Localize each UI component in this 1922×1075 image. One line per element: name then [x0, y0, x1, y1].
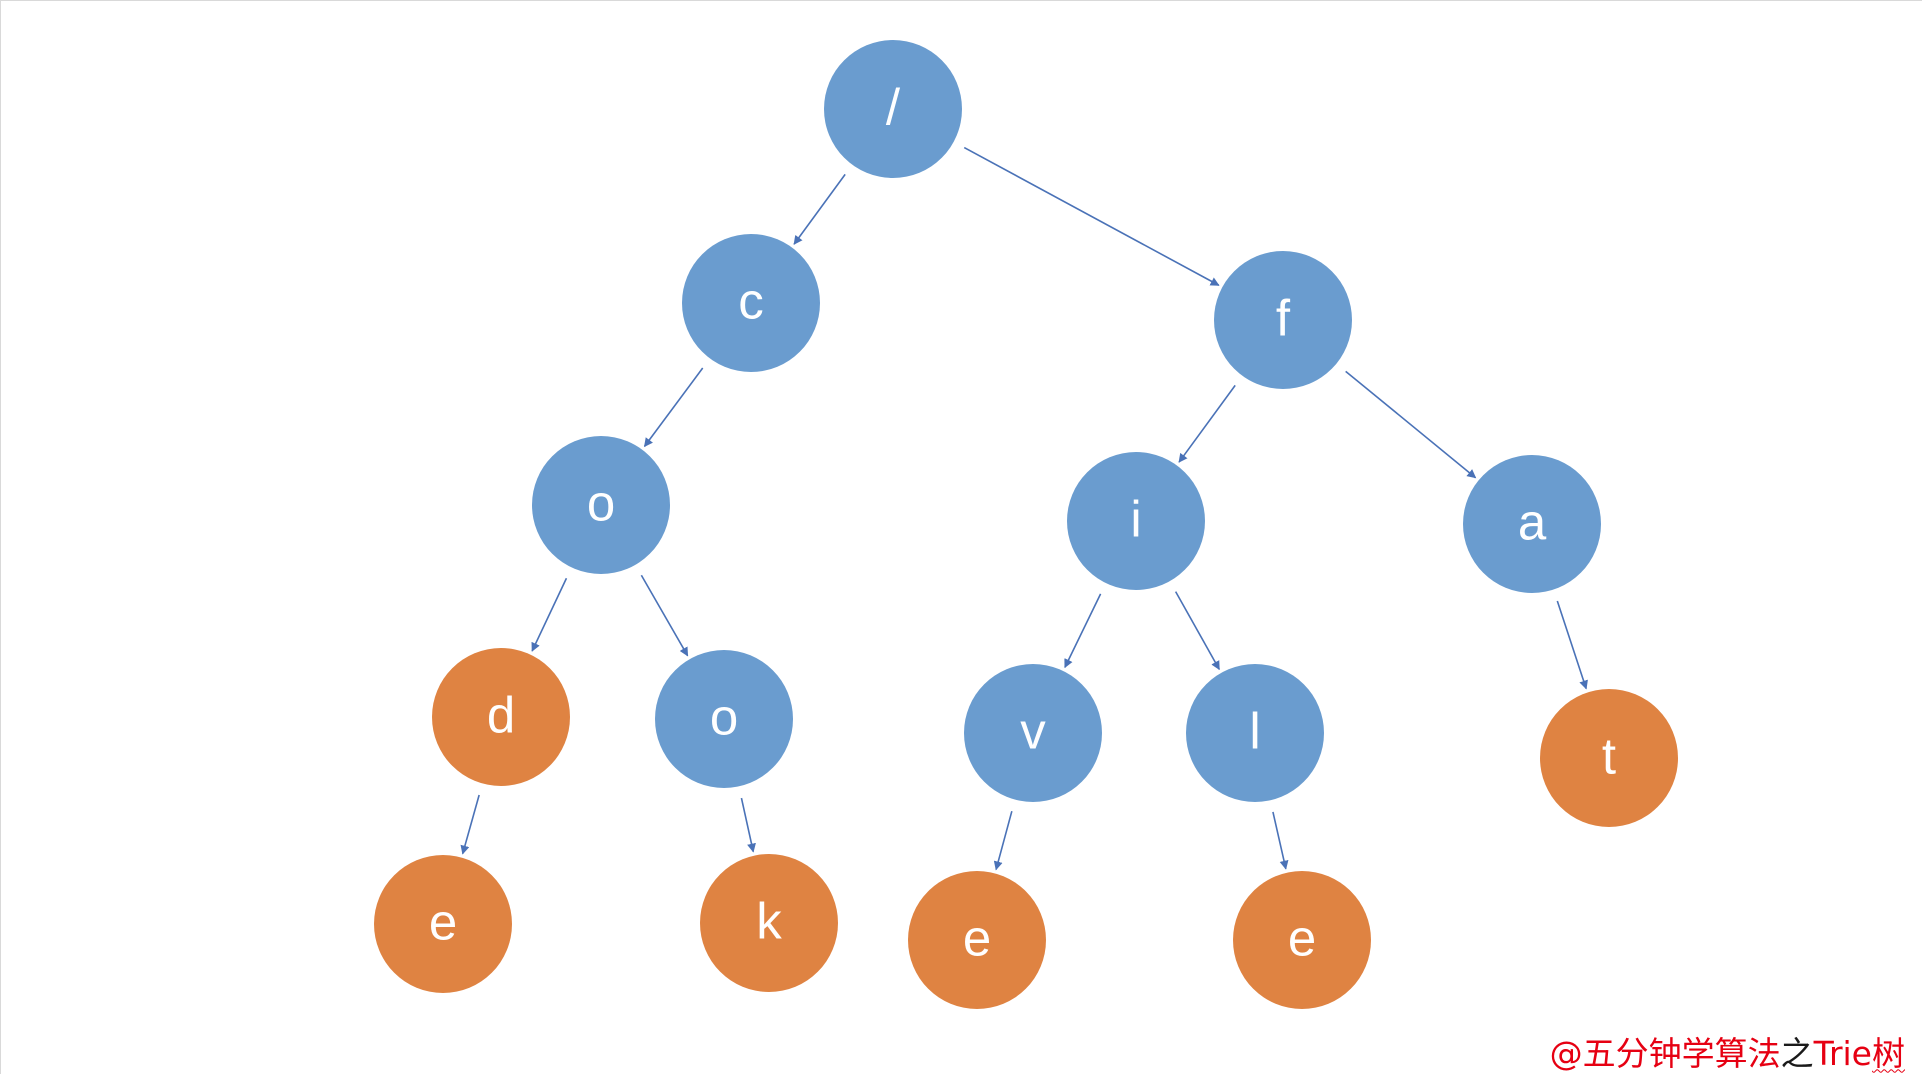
edge-f-to-i [1178, 384, 1236, 463]
node-label: / [886, 78, 901, 135]
nodes-layer: / c f o i a d o v l t e k e e [374, 40, 1678, 1009]
internal-node-circle [824, 40, 962, 178]
node-label: c [738, 272, 764, 329]
node-label: e [429, 893, 457, 950]
edges-layer [460, 146, 1588, 871]
edge-d-to-e1 [460, 794, 480, 855]
internal-node-circle [532, 436, 670, 574]
internal-node-circle [1463, 455, 1601, 593]
edge-f-to-a [1345, 370, 1477, 479]
edge-root-to-c [793, 173, 846, 245]
watermark-connector: 之 [1780, 1033, 1814, 1073]
edge-l-to-e3 [1272, 811, 1289, 870]
node-label: o [710, 688, 738, 745]
internal-node-circle [682, 234, 820, 372]
node-label: e [1288, 909, 1316, 966]
trie-node-e1: e [374, 855, 512, 993]
trie-node-t: t [1540, 689, 1678, 827]
terminal-node-circle [374, 855, 512, 993]
terminal-node-circle [1233, 871, 1371, 1009]
node-label: l [1249, 702, 1260, 759]
internal-node-circle [1067, 452, 1205, 590]
internal-node-circle [655, 650, 793, 788]
node-label: e [963, 909, 991, 966]
terminal-node-circle [700, 854, 838, 992]
trie-node-a: a [1463, 455, 1601, 593]
edge-o1-to-d [531, 577, 568, 652]
trie-node-o1: o [532, 436, 670, 574]
watermark-caption: @五分钟学算法之Trie树 [1549, 1033, 1905, 1073]
terminal-node-circle [1540, 689, 1678, 827]
edge-o2-to-k [740, 797, 756, 853]
trie-node-root: / [824, 40, 962, 178]
edge-root-to-f [963, 146, 1220, 286]
trie-node-v: v [964, 664, 1102, 802]
edge-a-to-t [1556, 600, 1588, 690]
edge-c-to-o1 [643, 367, 704, 448]
node-label: o [587, 474, 615, 531]
watermark-prefix: @五分钟学算法 [1549, 1033, 1781, 1073]
internal-node-circle [964, 664, 1102, 802]
trie-node-e2: e [908, 871, 1046, 1009]
trie-node-c: c [682, 234, 820, 372]
watermark-suffix: Trie [1813, 1033, 1872, 1073]
node-label: f [1276, 289, 1291, 346]
trie-node-e3: e [1233, 871, 1371, 1009]
terminal-node-circle [908, 871, 1046, 1009]
internal-node-circle [1214, 251, 1352, 389]
node-label: a [1518, 493, 1547, 550]
trie-node-f: f [1214, 251, 1352, 389]
node-label: t [1602, 727, 1616, 784]
trie-node-o2: o [655, 650, 793, 788]
trie-node-d: d [432, 648, 570, 786]
trie-node-k: k [700, 854, 838, 992]
node-label: k [756, 892, 782, 949]
edge-v-to-e2 [993, 810, 1013, 871]
edge-i-to-v [1064, 593, 1102, 669]
internal-node-circle [1186, 664, 1324, 802]
node-label: i [1130, 490, 1141, 547]
node-label: v [1020, 702, 1046, 759]
node-label: d [487, 686, 515, 743]
terminal-node-circle [432, 648, 570, 786]
edge-i-to-l [1174, 591, 1220, 671]
trie-node-i: i [1067, 452, 1205, 590]
watermark-suffix-marked: 树 [1872, 1033, 1905, 1073]
edge-o1-to-o2 [640, 574, 689, 657]
trie-node-l: l [1186, 664, 1324, 802]
